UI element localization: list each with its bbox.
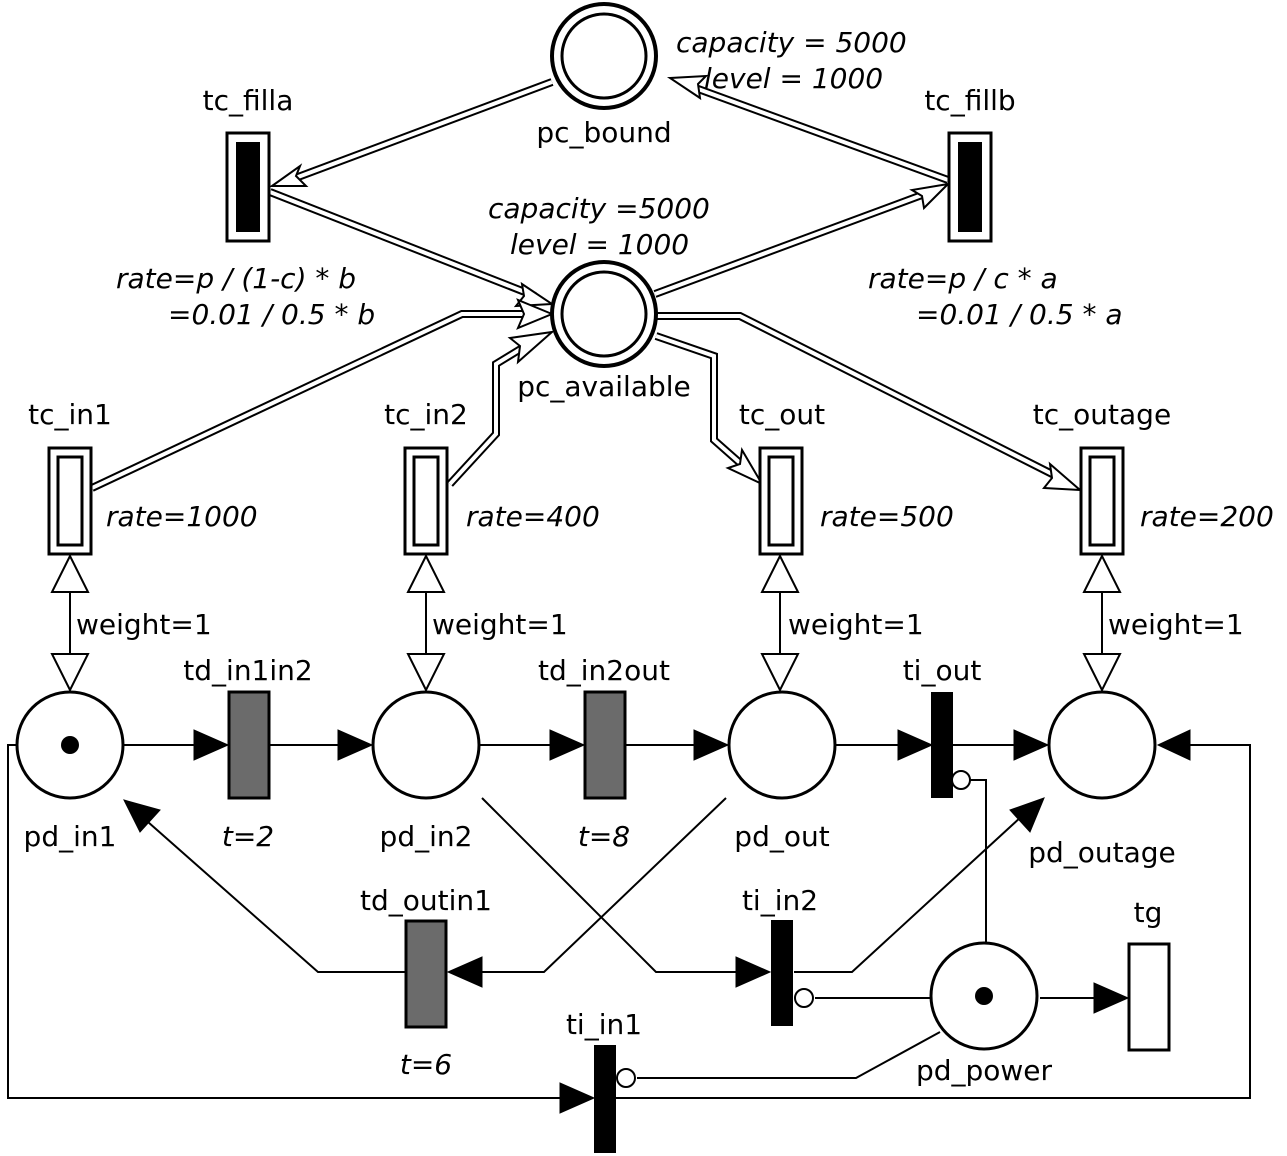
weight-arc-outage bbox=[1082, 553, 1122, 693]
place-pd_in2[interactable] bbox=[371, 690, 481, 800]
pc_bound-label: pc_bound bbox=[536, 116, 671, 149]
td_in2out-label: td_in2out bbox=[538, 654, 670, 687]
tc_in1-rate: rate=1000 bbox=[106, 500, 258, 533]
transition-tc_filla[interactable] bbox=[225, 131, 271, 243]
pd_outage-label: pd_outage bbox=[1028, 836, 1176, 869]
ti_in2-label: ti_in2 bbox=[742, 884, 818, 917]
tc_in2-rate: rate=400 bbox=[466, 500, 600, 533]
pd_out-label: pd_out bbox=[734, 820, 829, 853]
arc-pc_available-to-tc_out bbox=[654, 332, 765, 487]
tc_out-label: tc_out bbox=[739, 398, 825, 431]
transition-ti_out[interactable] bbox=[931, 692, 953, 798]
td_in2out-delay: t=8 bbox=[578, 820, 630, 853]
place-pd_in1[interactable] bbox=[15, 690, 125, 800]
arc-tc_in2-to-pc_available bbox=[447, 330, 556, 487]
tc_outage-label: tc_outage bbox=[1033, 398, 1171, 431]
arc-pc_available-to-tc_fillb bbox=[653, 182, 951, 298]
transition-ti_in2[interactable] bbox=[771, 920, 793, 1026]
inhibitor-circle-ti_in1 bbox=[616, 1068, 636, 1088]
place-pd_power[interactable] bbox=[929, 941, 1039, 1051]
pc_bound-capacity: capacity = 5000 bbox=[676, 26, 907, 59]
transition-tc_in2[interactable] bbox=[403, 446, 449, 556]
inhibitor-circle-ti_in2 bbox=[794, 988, 814, 1008]
tc_in1-label: tc_in1 bbox=[28, 398, 112, 431]
pd_in2-label: pd_in2 bbox=[380, 820, 473, 853]
ti_out-label: ti_out bbox=[903, 654, 982, 687]
place-pc_available[interactable] bbox=[550, 260, 658, 368]
tc_outage-rate: rate=200 bbox=[1140, 500, 1274, 533]
pc_available-level: level = 1000 bbox=[510, 228, 689, 261]
pc_available-capacity: capacity =5000 bbox=[488, 192, 710, 225]
weight-arc-out bbox=[760, 553, 800, 693]
tc_fillb-rate: rate=p / c * a bbox=[868, 262, 1058, 295]
arc-pc_bound-to-tc_filla bbox=[268, 78, 554, 187]
weight-arc-in1 bbox=[50, 553, 90, 693]
arc-tc_in1-to-pc_available bbox=[90, 298, 555, 492]
ti_in1-label: ti_in1 bbox=[566, 1008, 642, 1041]
td_in1in2-delay: t=2 bbox=[222, 820, 274, 853]
tg-label: tg bbox=[1134, 896, 1163, 929]
weight-label-in2: weight=1 bbox=[432, 608, 568, 641]
tc_fillb-label: tc_fillb bbox=[924, 84, 1015, 117]
inhibitor-arcs bbox=[616, 770, 987, 1088]
weight-label-in1: weight=1 bbox=[76, 608, 212, 641]
transition-td_in1in2[interactable] bbox=[227, 690, 271, 800]
pc_available-label: pc_available bbox=[517, 370, 691, 403]
arc-tc_filla-to-pc_available bbox=[268, 188, 556, 308]
weight-label-outage: weight=1 bbox=[1108, 608, 1244, 641]
tc_fillb-rate-value: =0.01 / 0.5 * a bbox=[916, 298, 1123, 331]
transition-tc_out[interactable] bbox=[758, 446, 804, 556]
arc-pc_available-to-tc_outage bbox=[656, 312, 1083, 492]
transition-tg[interactable] bbox=[1127, 942, 1171, 1052]
place-pc_bound[interactable] bbox=[550, 2, 658, 110]
transition-tc_fillb[interactable] bbox=[947, 131, 993, 243]
transition-ti_in1[interactable] bbox=[594, 1045, 616, 1153]
tc_filla-label: tc_filla bbox=[203, 84, 294, 117]
pd_power-label: pd_power bbox=[916, 1054, 1053, 1087]
transition-td_in2out[interactable] bbox=[583, 690, 627, 800]
labels: capacity = 5000 level = 1000 pc_bound tc… bbox=[24, 26, 1274, 1087]
weight-arcs bbox=[50, 553, 1122, 693]
transition-td_outin1[interactable] bbox=[404, 919, 448, 1029]
weight-label-out: weight=1 bbox=[788, 608, 924, 641]
transition-tc_outage[interactable] bbox=[1079, 446, 1125, 556]
td_in1in2-label: td_in1in2 bbox=[183, 654, 312, 687]
weight-arc-in2 bbox=[406, 553, 446, 693]
continuous-arcs bbox=[90, 74, 1083, 492]
pc_bound-level: level = 1000 bbox=[704, 62, 883, 95]
td_outin1-label: td_outin1 bbox=[360, 884, 492, 917]
discrete-arcs bbox=[7, 729, 1251, 1114]
inhibitor-circle-ti_out bbox=[951, 770, 971, 790]
tc_in2-label: tc_in2 bbox=[384, 398, 468, 431]
arc-tc_fillb-to-pc_bound bbox=[666, 74, 950, 184]
token bbox=[61, 736, 79, 754]
transition-tc_in1[interactable] bbox=[47, 446, 93, 556]
place-pd_outage[interactable] bbox=[1047, 690, 1157, 800]
pd_in1-label: pd_in1 bbox=[24, 820, 117, 853]
place-pd_out[interactable] bbox=[727, 690, 837, 800]
token bbox=[975, 987, 993, 1005]
tc_filla-rate: rate=p / (1-c) * b bbox=[116, 262, 356, 295]
tc_out-rate: rate=500 bbox=[820, 500, 954, 533]
tc_filla-rate-value: =0.01 / 0.5 * b bbox=[168, 298, 375, 331]
td_outin1-delay: t=6 bbox=[400, 1048, 452, 1081]
